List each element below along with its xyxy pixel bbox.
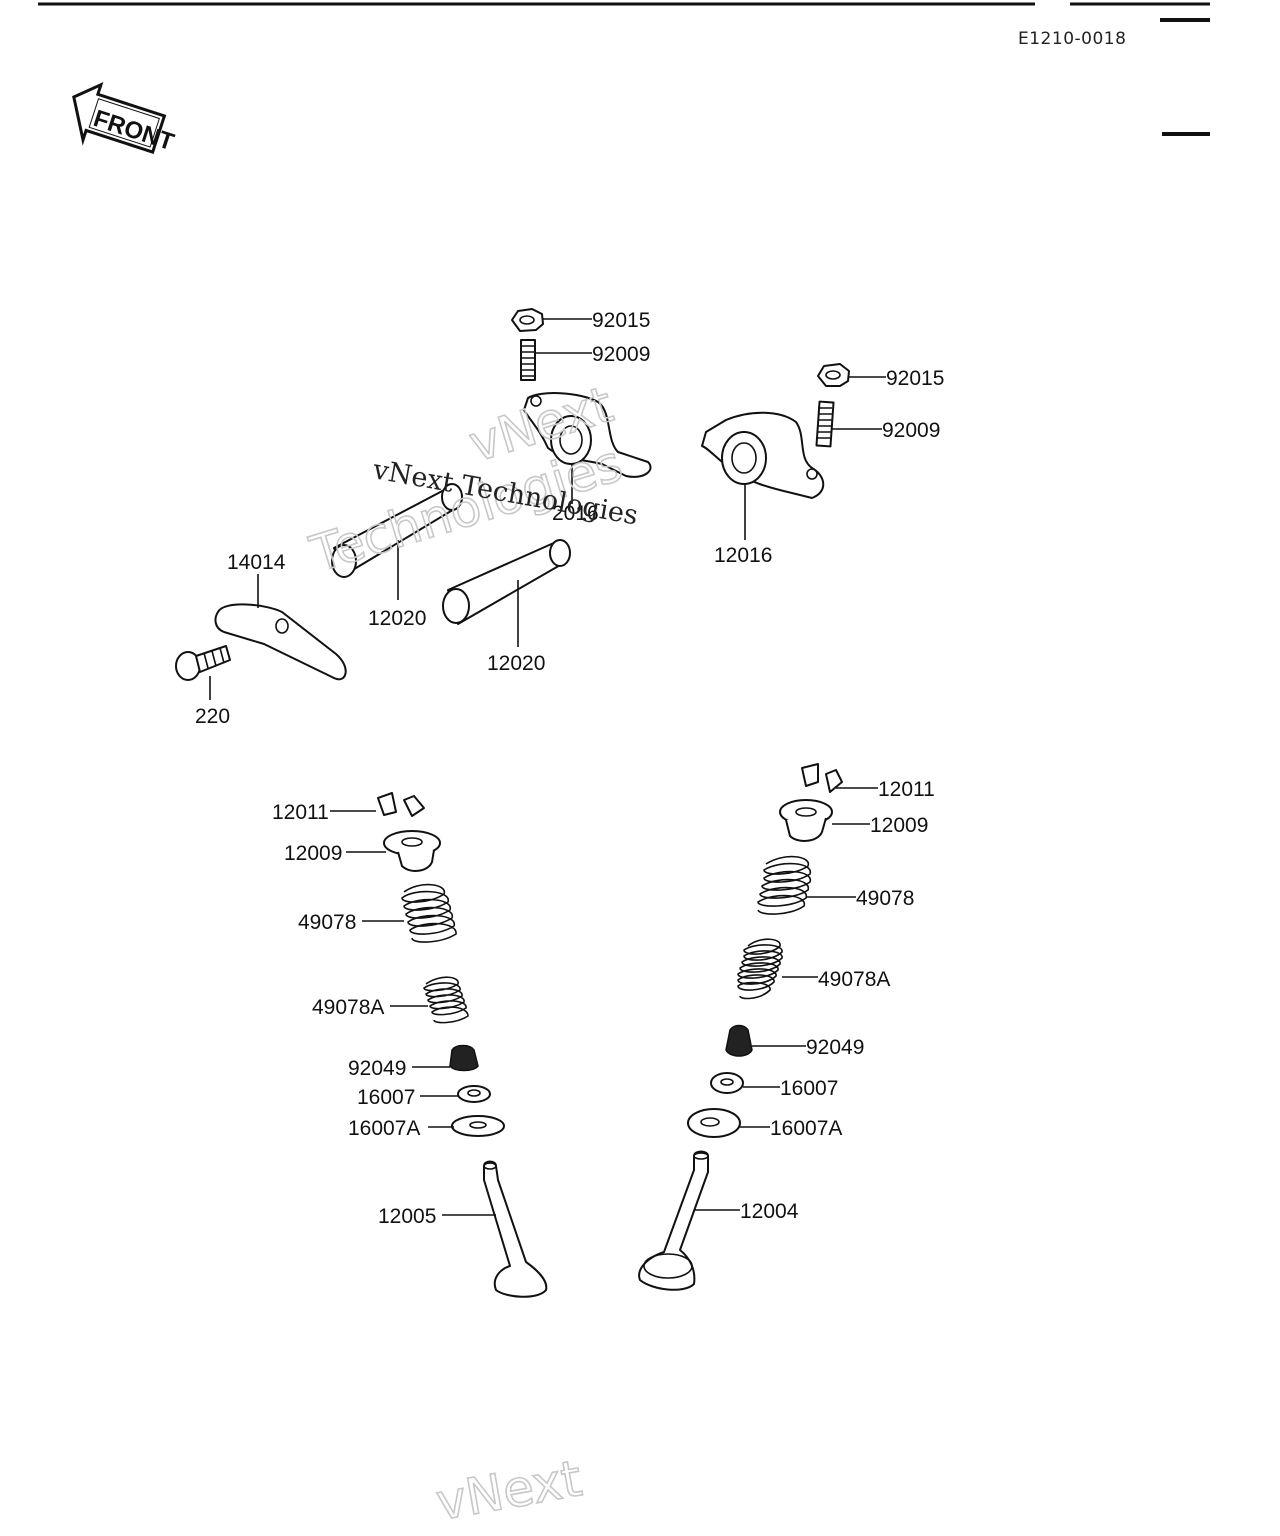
retainer-12009-left [383, 830, 441, 872]
label-l-seat-a: 16007A [348, 1117, 420, 1140]
label-l-spring-outer: 49078 [298, 911, 356, 934]
label-r-retainer: 12009 [870, 814, 928, 837]
label-l-valve: 12005 [378, 1205, 436, 1228]
valve-12005 [483, 1160, 548, 1298]
retainer-12009-right [779, 799, 833, 842]
label-l-collet: 12011 [272, 801, 329, 824]
rocker-shaft-a [331, 483, 463, 578]
nut-92015-b [817, 363, 850, 387]
label-r-seat-a: 16007A [770, 1117, 842, 1140]
page-border-marks [38, 2, 1210, 136]
seat-16007-right [710, 1072, 744, 1094]
seal-92049-left [449, 1044, 479, 1072]
seat-16007-left [457, 1085, 491, 1103]
seal-92049-right [725, 1024, 753, 1057]
label-l-spring-inner: 49078A [312, 996, 384, 1019]
label-rocker-b: 12016 [714, 544, 772, 567]
spring-49078a-left [423, 976, 469, 1024]
label-l-retainer: 12009 [284, 842, 342, 865]
valve-12004 [638, 1150, 709, 1291]
label-nut-a: 92015 [592, 309, 650, 332]
label-r-valve: 12004 [740, 1200, 799, 1223]
stud-92009-a [520, 339, 536, 381]
label-rocker-a: 2016 [552, 502, 599, 525]
label-shaft-b: 12020 [487, 652, 545, 675]
label-nut-b: 92015 [886, 367, 944, 390]
spring-49078-right [757, 855, 811, 915]
stud-92009-b [815, 400, 835, 448]
rocker-arm-b [701, 411, 825, 499]
rocker-arm-a [523, 392, 652, 478]
plate-14014 [214, 603, 347, 681]
spring-49078-left [401, 883, 457, 943]
collet-12011-right [801, 763, 843, 793]
bolt-220 [175, 645, 231, 681]
watermark-bottom: vNext [432, 1449, 586, 1531]
label-shaft-a: 12020 [368, 607, 426, 630]
label-r-seat: 16007 [780, 1077, 838, 1100]
label-stud-a: 92009 [592, 343, 650, 366]
nut-92015-a [511, 308, 544, 332]
seat-16007a-right [687, 1108, 741, 1138]
seat-16007a-left [451, 1115, 505, 1137]
label-r-collet: 12011 [878, 778, 935, 801]
label-r-spring-outer: 49078 [856, 887, 914, 910]
label-stud-b: 92009 [882, 419, 940, 442]
rocker-shaft-b [442, 539, 571, 625]
label-l-seal: 92049 [348, 1057, 406, 1080]
diagram-code: E1210-0018 [1018, 29, 1126, 49]
front-arrow-icon: FRONT [72, 82, 177, 156]
label-bolt: 220 [195, 705, 230, 728]
collet-12011-left [377, 792, 425, 817]
spring-49078a-right [737, 938, 783, 1000]
leader-lines [209, 318, 886, 1216]
label-r-spring-inner: 49078A [818, 968, 890, 991]
label-r-seal: 92049 [806, 1036, 864, 1059]
label-plate: 14014 [227, 551, 286, 574]
label-l-seat: 16007 [357, 1086, 415, 1109]
